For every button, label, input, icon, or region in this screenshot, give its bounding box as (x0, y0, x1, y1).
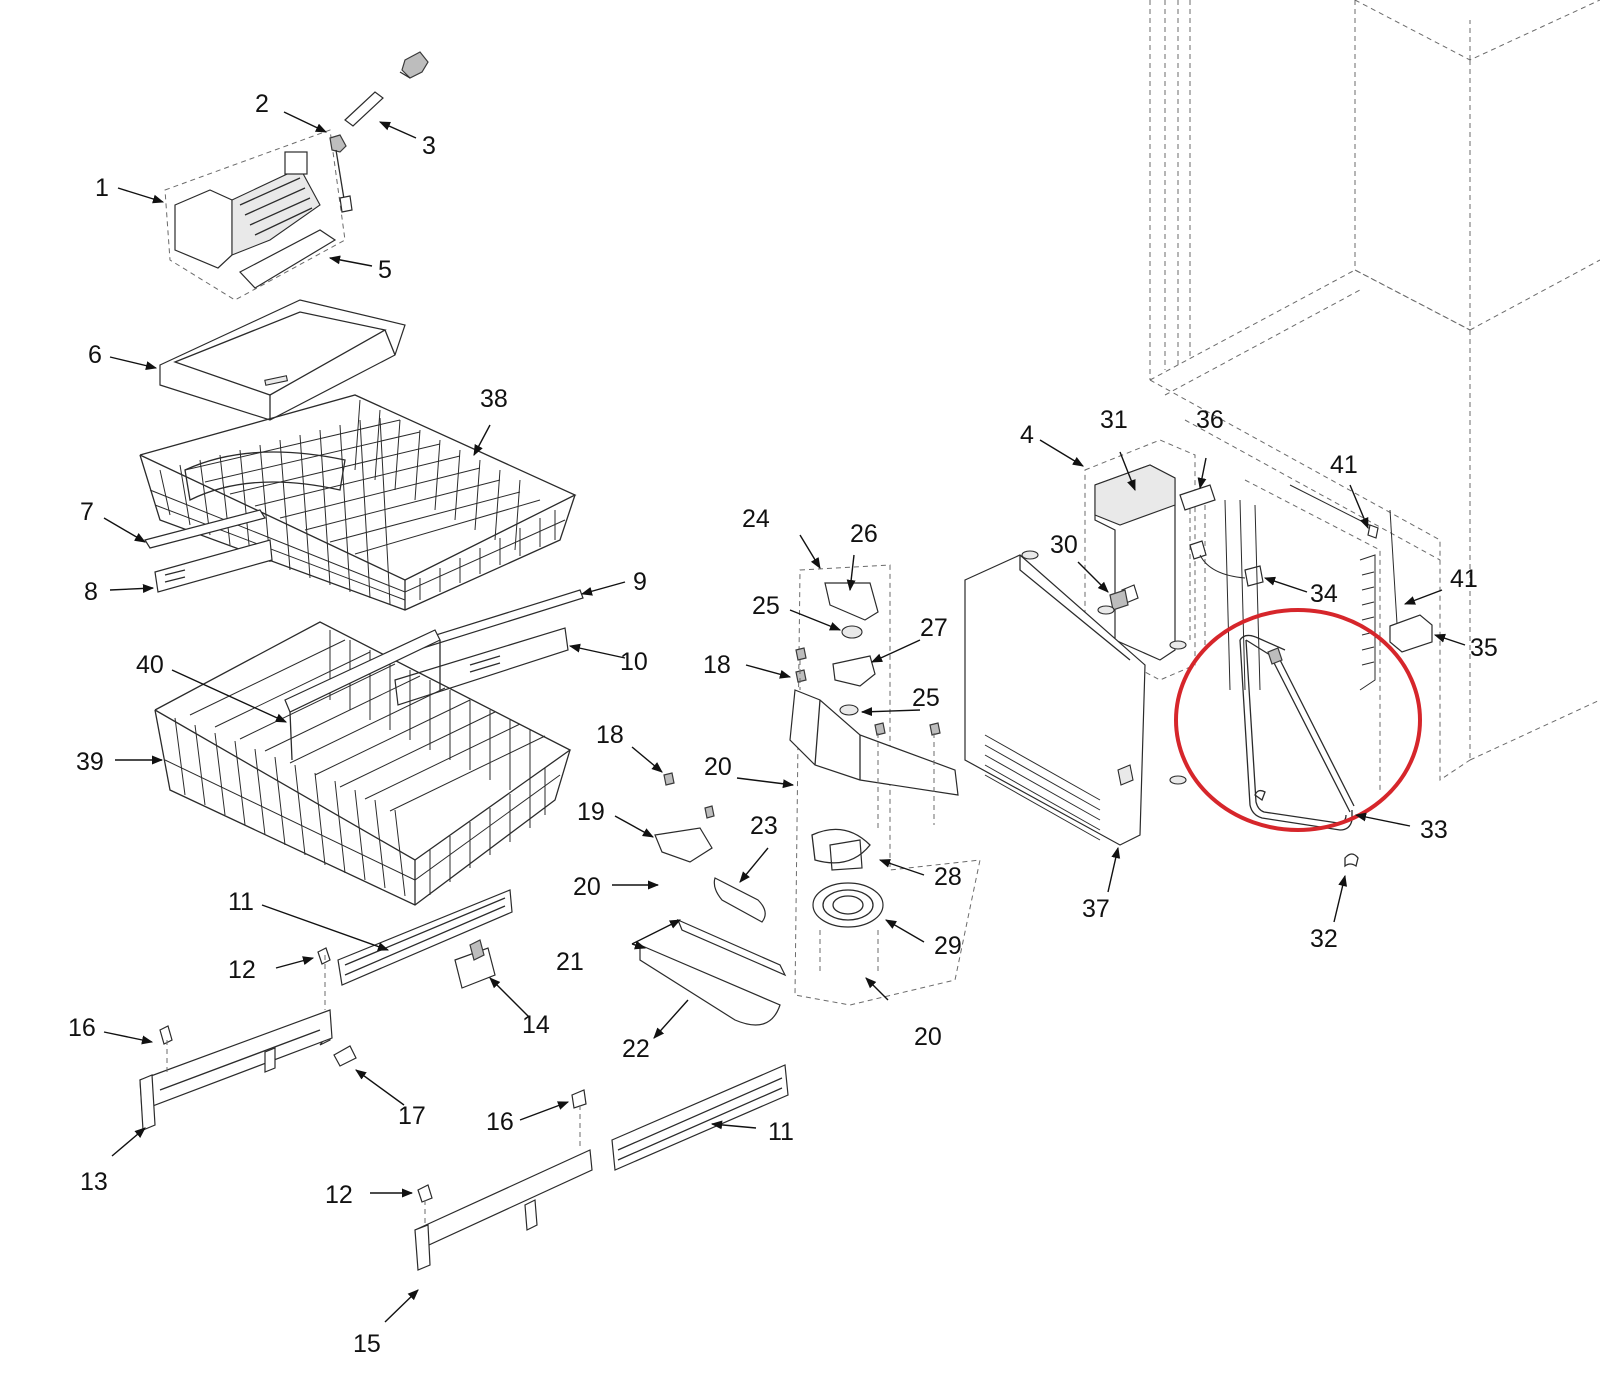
callout-labels: 1 2 3 4 5 6 7 8 9 10 11 11 12 12 13 14 1… (68, 90, 1498, 1358)
callout-16-lower: 16 (486, 1108, 514, 1136)
callout-18-left: 18 (596, 721, 624, 749)
lower-slides-rails (139, 889, 789, 1271)
callout-25-upper: 25 (752, 592, 780, 620)
callout-35: 35 (1470, 634, 1498, 662)
callout-32: 32 (1310, 925, 1338, 953)
callout-4: 4 (1020, 421, 1034, 449)
freezer-cabinet-outline (1149, 0, 1600, 790)
callout-10: 10 (620, 648, 648, 676)
callout-13: 13 (80, 1168, 108, 1196)
callout-23: 23 (750, 812, 778, 840)
callout-20-left: 20 (573, 873, 601, 901)
callout-40: 40 (136, 651, 164, 679)
callout-36: 36 (1196, 406, 1224, 434)
callout-28: 28 (934, 863, 962, 891)
callout-12-upper: 12 (228, 956, 256, 984)
ice-maker-assembly (164, 51, 429, 301)
callout-39: 39 (76, 748, 104, 776)
callout-37: 37 (1082, 895, 1110, 923)
highlight-ring-part-33 (1174, 608, 1422, 832)
leader-arrows (103, 111, 1466, 1323)
callout-20-bottom: 20 (914, 1023, 942, 1051)
evaporator-cover-assembly (964, 439, 1433, 846)
callout-14: 14 (522, 1011, 550, 1039)
callout-5: 5 (378, 256, 392, 284)
callout-6: 6 (88, 341, 102, 369)
callout-34: 34 (1310, 580, 1338, 608)
callout-12-lower: 12 (325, 1181, 353, 1209)
callout-41-lower: 41 (1450, 565, 1478, 593)
callout-11-lower: 11 (768, 1118, 794, 1146)
callout-16-upper: 16 (68, 1014, 96, 1042)
ice-storage-bin (159, 299, 406, 421)
callout-19: 19 (577, 798, 605, 826)
callout-15: 15 (353, 1330, 381, 1358)
callout-29: 29 (934, 932, 962, 960)
callout-17: 17 (398, 1102, 426, 1130)
upper-wire-basket (139, 394, 577, 611)
lower-wire-basket (154, 621, 572, 906)
callout-11-upper: 11 (228, 888, 254, 916)
callout-2: 2 (255, 90, 269, 118)
callout-38: 38 (480, 385, 508, 413)
callout-41-upper: 41 (1330, 451, 1358, 479)
callout-30: 30 (1050, 531, 1078, 559)
callout-20-top: 20 (704, 753, 732, 781)
callout-24: 24 (742, 505, 770, 533)
callout-27: 27 (920, 614, 948, 642)
fan-damper-assembly (639, 564, 981, 1026)
callout-33: 33 (1420, 816, 1448, 844)
callout-18-right: 18 (703, 651, 731, 679)
callout-25-lower: 25 (912, 684, 940, 712)
callout-26: 26 (850, 520, 878, 548)
callout-22: 22 (622, 1035, 650, 1063)
callout-9: 9 (633, 568, 647, 596)
callout-3: 3 (422, 132, 436, 160)
callout-7: 7 (80, 498, 94, 526)
callout-31: 31 (1100, 406, 1128, 434)
callout-1: 1 (95, 174, 109, 202)
callout-21: 21 (556, 948, 584, 976)
callout-8: 8 (84, 578, 98, 606)
